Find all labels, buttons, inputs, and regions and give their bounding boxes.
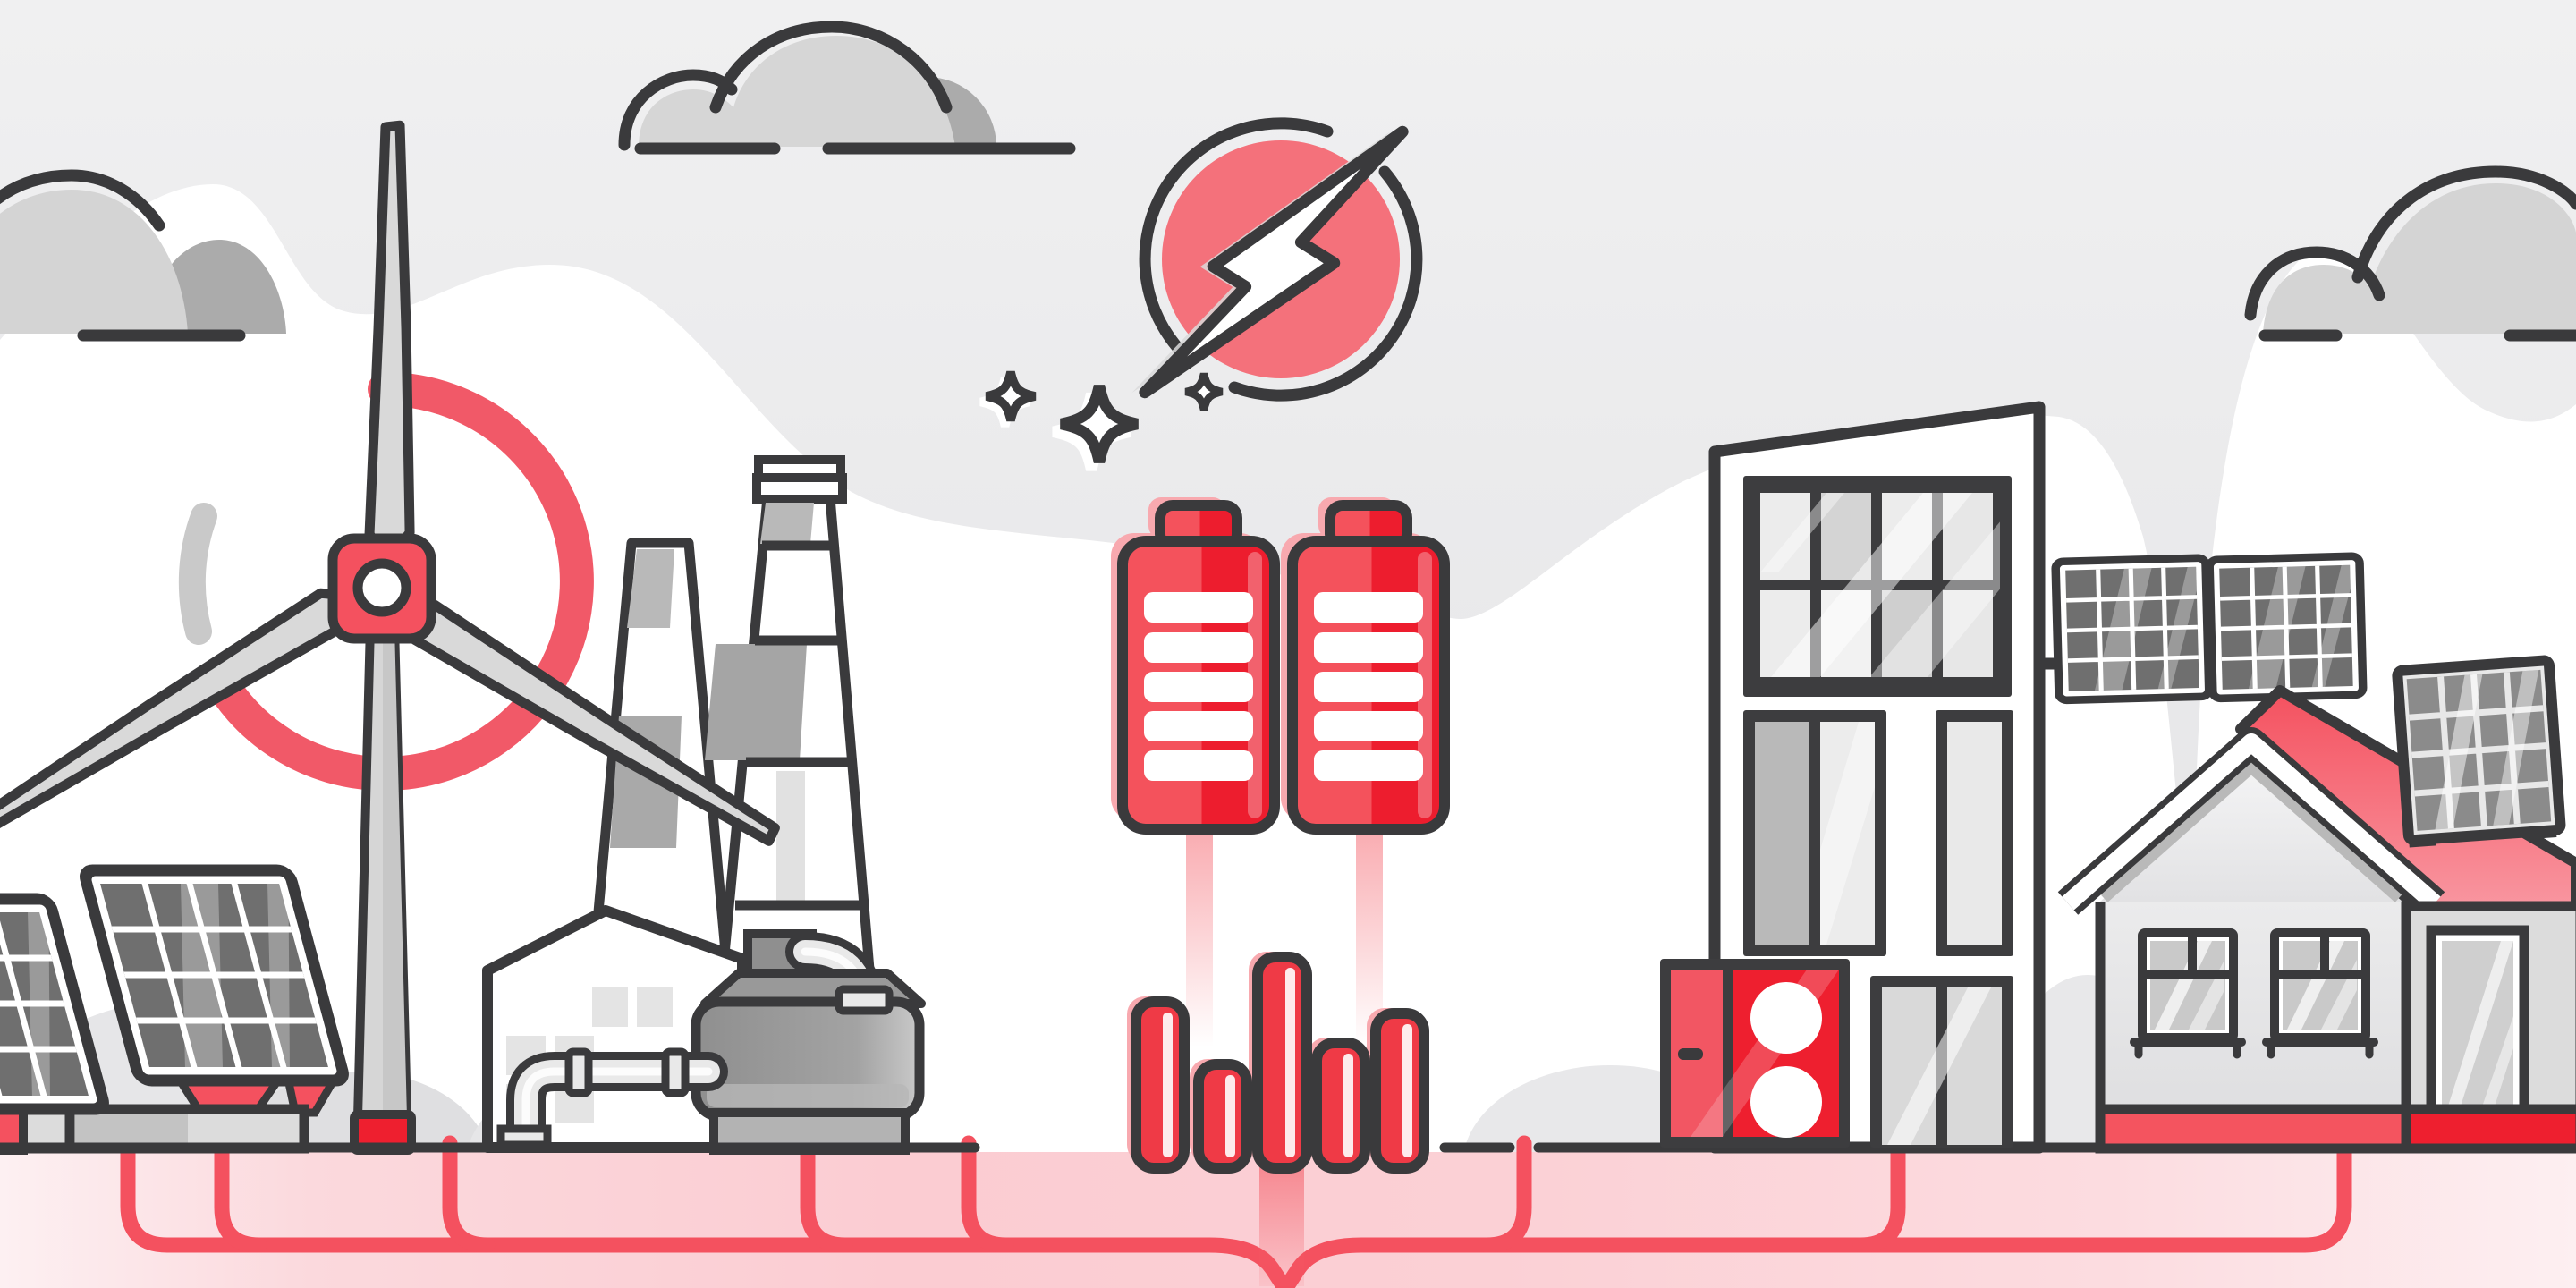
house-right-wing [2401,901,2576,1154]
chart-bar [1252,952,1312,1174]
building-window-grid [1743,476,2012,697]
door-handle [1678,1048,1703,1060]
charging-unit [1660,959,1850,1148]
roof-fascia [2057,727,2445,915]
wing-baseboard [2401,1104,2576,1154]
pipe-front [506,1052,728,1152]
house-window [2134,933,2241,1055]
building-lower-windows [1743,710,2013,956]
house-gable [2100,769,2402,902]
house [2057,660,2576,1154]
battery-icon [1111,497,1275,829]
solar-panel [2055,558,2209,700]
charging-circle [1750,982,1822,1054]
charge-beam [1186,832,1213,1046]
battery-icon [1281,497,1445,829]
house-baseboard [2095,1104,2411,1154]
chart-bar [1311,1038,1370,1174]
turbine-rotor [0,125,781,856]
pipe-flange [564,1047,593,1097]
chart-bar [1193,1059,1252,1174]
charging-circle [1750,1066,1822,1138]
right-cloud [2244,165,2576,342]
office-building [1660,401,2046,1154]
pipe-flange [835,985,894,1015]
solar-panel [2209,556,2363,699]
generator-machine [496,929,926,1155]
lightning-bolt-icon [1131,125,1409,399]
lightning-badge [980,117,1423,470]
center-cloud [618,21,1076,155]
chart-bar [1131,996,1190,1174]
pipe-flange [661,1047,690,1097]
building-glass-entry [1870,976,2013,1148]
chart-bar [1370,1008,1429,1174]
underground [0,1135,2576,1288]
battery-pair [1111,497,1445,1046]
left-cloud [0,169,286,342]
center-discharge-beam [1259,1152,1304,1286]
house-window [2267,933,2374,1055]
energy-bar-chart [1127,952,1429,1174]
factory-chimneys [585,455,877,1007]
chimney-right [705,455,877,1007]
solar-array-left [0,870,345,1155]
roof-solar-panel [2397,660,2561,847]
wind-turbine [0,125,781,1155]
pipe-foot [496,1124,552,1149]
